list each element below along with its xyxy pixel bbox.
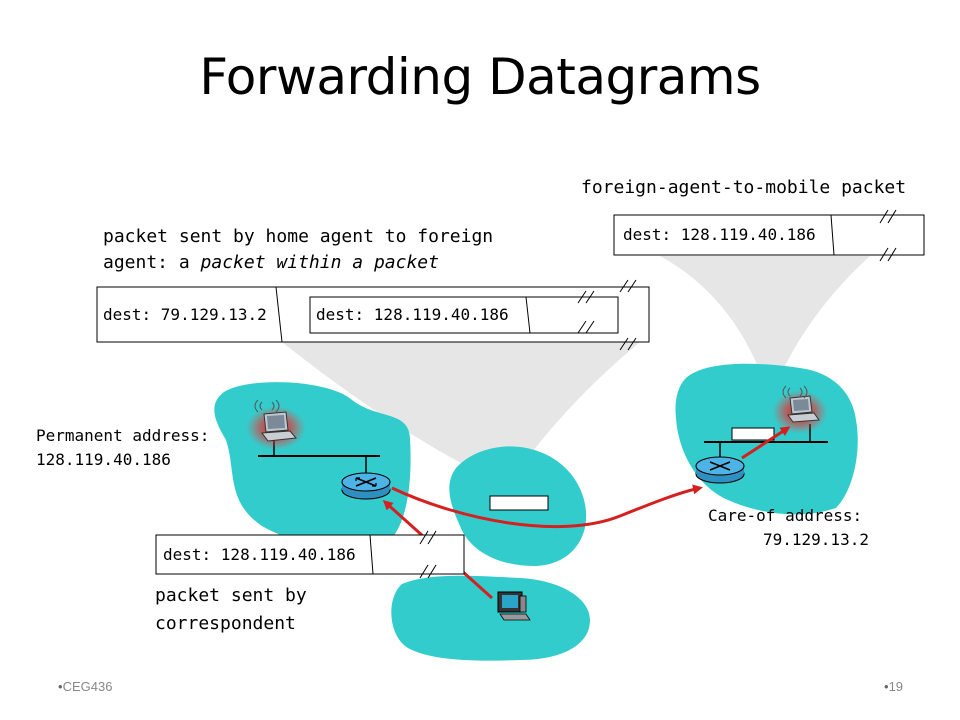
footer-page-number: •19 bbox=[884, 679, 904, 694]
home-packet-callout bbox=[282, 342, 640, 468]
care-of-address-value: 79.129.13.2 bbox=[763, 530, 869, 549]
home-to-foreign-packet bbox=[96, 279, 650, 351]
permanent-address-value: 128.119.40.186 bbox=[36, 450, 171, 469]
wireless-waves-icon bbox=[254, 399, 280, 413]
transit-interface-box bbox=[489, 495, 549, 511]
correspondent-dest-field: dest: 128.119.40.186 bbox=[163, 545, 356, 564]
laptop-icon bbox=[787, 395, 820, 423]
router-icon bbox=[341, 472, 391, 500]
footer-page-text: 19 bbox=[888, 679, 904, 694]
correspondent-label-line1: packet sent by bbox=[155, 585, 307, 606]
foreign-to-mobile-path bbox=[741, 426, 791, 460]
footer-course-text: CEG436 bbox=[62, 679, 113, 694]
footer-course: •CEG436 bbox=[58, 679, 113, 694]
slide-title: Forwarding Datagrams bbox=[199, 48, 761, 106]
home-to-foreign-label-line2: agent: a packet within a packet bbox=[103, 251, 439, 275]
care-of-address-label: Care-of address: bbox=[708, 506, 863, 525]
home-to-foreign-label-line1: packet sent by home agent to foreign bbox=[103, 226, 494, 247]
home-to-foreign-label-prefix: agent: a bbox=[103, 252, 201, 273]
foreign-packet-callout bbox=[660, 256, 870, 400]
home-to-foreign-label-italic: packet within a packet bbox=[200, 252, 439, 273]
tunnel-path bbox=[391, 484, 703, 529]
foreign-to-mobile-dest-field: dest: 128.119.40.186 bbox=[623, 225, 816, 244]
inner-dest-field: dest: 128.119.40.186 bbox=[316, 305, 509, 324]
break-marks bbox=[577, 279, 637, 351]
foreign-agent-interface-box bbox=[731, 427, 775, 441]
correspondent-network bbox=[391, 575, 590, 661]
correspondent-packet bbox=[155, 530, 465, 579]
foreign-to-mobile-packet bbox=[613, 209, 925, 262]
wireless-waves-icon bbox=[782, 385, 808, 399]
desktop-computer-icon bbox=[497, 591, 531, 621]
foreign-to-mobile-label: foreign-agent-to-mobile packet bbox=[581, 177, 907, 198]
correspondent-label-line2: correspondent bbox=[155, 613, 296, 634]
laptop-icon bbox=[261, 411, 297, 442]
outer-dest-field: dest: 79.129.13.2 bbox=[103, 305, 267, 324]
router-icon bbox=[695, 456, 745, 484]
permanent-address-label: Permanent address: bbox=[36, 426, 210, 445]
